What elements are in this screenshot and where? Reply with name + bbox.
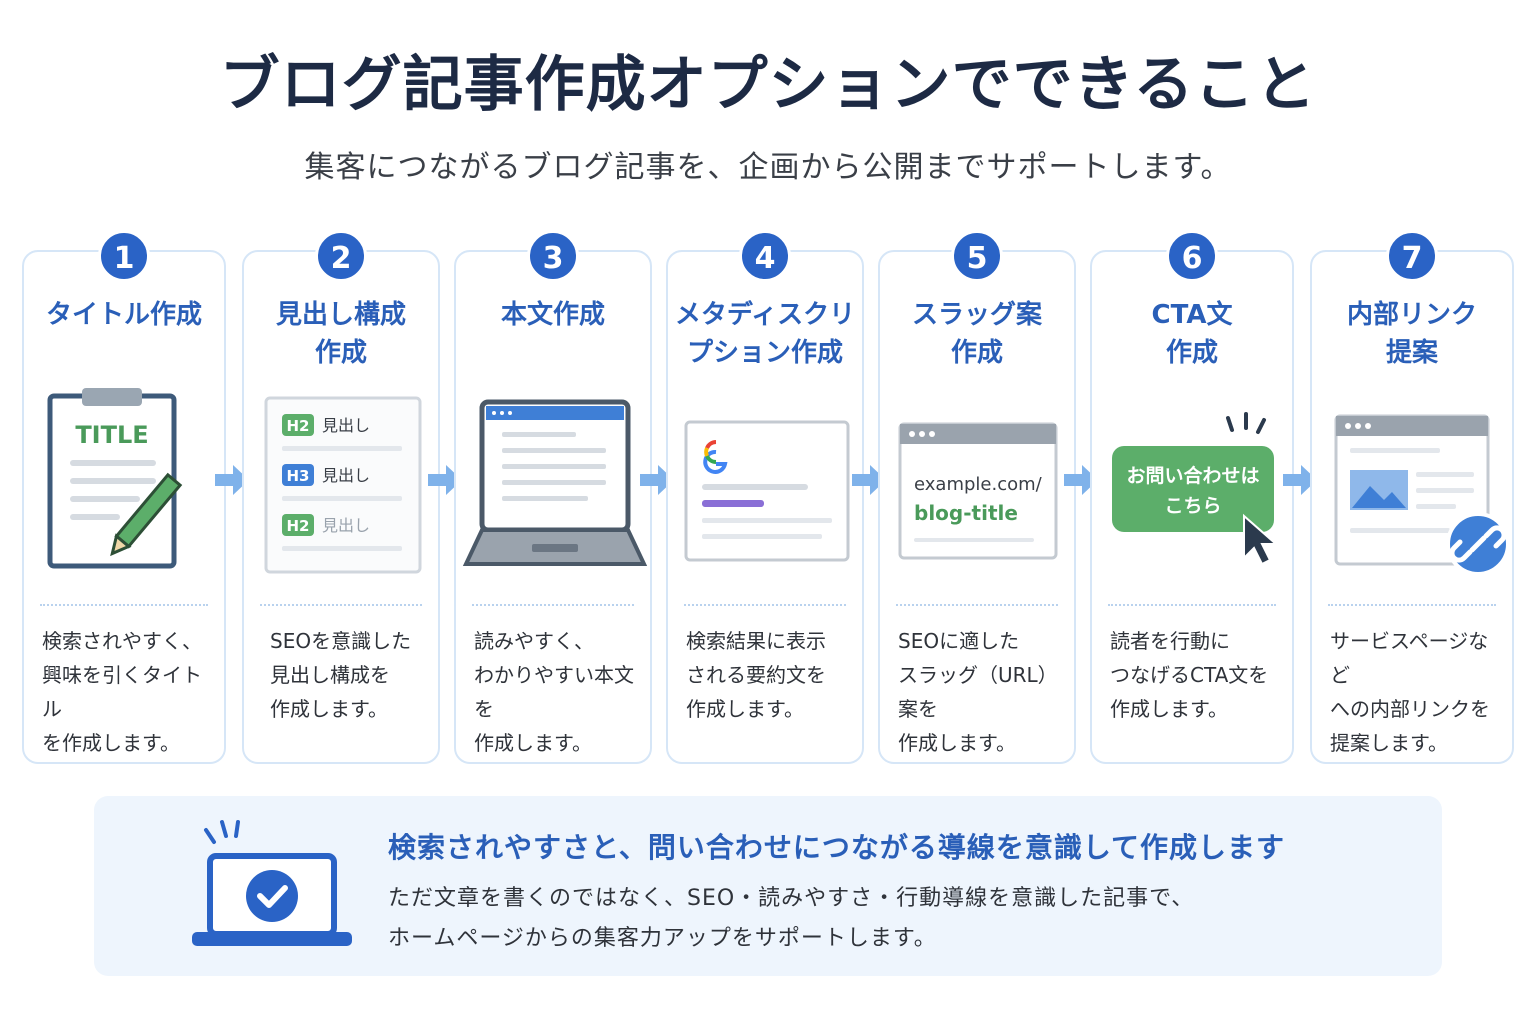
step-description: 検索されやすく、 興味を引くタイトル を作成します。 [42, 629, 202, 755]
cursor-icon [1243, 513, 1279, 566]
arrow-right-icon [428, 465, 462, 495]
svg-text:見出し: 見出し [322, 416, 370, 435]
arrow-right-icon [852, 465, 886, 495]
svg-text:見出し: 見出し [322, 516, 370, 535]
step-title: CTA文 作成 [1151, 300, 1233, 368]
heading-outline-icon: H2 見出し H3 見出し H2 見出し [264, 396, 422, 574]
card-divider [472, 604, 634, 606]
browser-url-icon: example.com/ blog-title [898, 422, 1058, 560]
cta-button-line2: こちら [1164, 495, 1221, 517]
internal-link-icon [1334, 414, 1510, 576]
step-card-4: 4 メタディスクリ プション作成 検索結果に表示 される要約文を 作成します。 [666, 230, 864, 764]
card-divider [896, 604, 1058, 606]
step-card-3: 3 本文作成 読みやすく、 わかりやすい本文を 作成します。 [454, 230, 652, 764]
step-description: 読者を行動に つなげるCTA文を 作成します。 [1110, 629, 1269, 721]
step-number-badge: 1 [98, 230, 150, 282]
step-description: 読みやすく、 わかりやすい本文を 作成します。 [474, 629, 634, 755]
step-number-badge: 3 [527, 230, 579, 282]
url-domain-text: example.com/ [914, 474, 1043, 495]
page-subtitle: 集客につながるブログ記事を、企画から公開までサポートします。 [304, 150, 1232, 185]
svg-text:H2: H2 [287, 517, 310, 535]
card-divider [1328, 604, 1496, 606]
step-number-badge: 7 [1386, 230, 1438, 282]
card-divider [684, 604, 846, 606]
clipboard-pencil-icon: TITLE [47, 388, 183, 569]
step-number-badge: 4 [739, 230, 791, 282]
summary-heading: 検索されやすさと、問い合わせにつながる導線を意識して作成します [388, 831, 1286, 864]
summary-line-1: ただ文章を書くのではなく、SEO・読みやすさ・行動導線を意識した記事で、 [388, 886, 1195, 911]
url-slug-text: blog-title [914, 501, 1018, 525]
step-number-badge: 2 [315, 230, 367, 282]
step-title: タイトル作成 [45, 300, 202, 330]
arrow-right-icon [215, 465, 249, 495]
svg-text:H3: H3 [287, 467, 310, 485]
summary-panel: 検索されやすさと、問い合わせにつながる導線を意識して作成します ただ文章を書くの… [94, 796, 1442, 976]
step-title: メタディスクリ プション作成 [674, 300, 856, 368]
step-card-2: 2 見出し構成 作成 H2 見出し H3 見出し H2 見出し SEOを意識した… [242, 230, 440, 764]
laptop-check-icon [192, 820, 352, 946]
summary-line-2: ホームページからの集客力アップをサポートします。 [388, 926, 937, 951]
google-logo-icon [703, 440, 728, 474]
search-result-icon [684, 420, 850, 562]
step-description: 検索結果に表示 される要約文を 作成します。 [686, 629, 826, 721]
laptop-icon [462, 399, 648, 566]
arrow-right-icon [1064, 465, 1098, 495]
page-title: ブログ記事作成オプションでできること [201, 36, 1335, 123]
step-title: 見出し構成 作成 [275, 300, 406, 368]
step-description: SEOに適した スラッグ（URL）案を 作成します。 [898, 629, 1058, 755]
svg-text:見出し: 見出し [322, 466, 370, 485]
cta-button-icon: お問い合わせは こちら [1112, 412, 1279, 566]
clipboard-title-text: TITLE [75, 421, 148, 449]
title-wrap: ブログ記事作成オプションでできること [0, 36, 1536, 123]
step-description: サービスページなど への内部リンクを 提案します。 [1330, 629, 1490, 755]
card-divider [260, 604, 422, 606]
step-card-6: 6 CTA文 作成 お問い合わせは こちら 読者を行動に つなげるCTA文を 作… [1090, 230, 1294, 764]
link-chain-icon [1449, 525, 1507, 563]
card-divider [1108, 604, 1276, 606]
step-card-5: 5 スラッグ案 作成 example.com/ blog-title SEOに適… [878, 230, 1076, 764]
step-number-badge: 6 [1166, 230, 1218, 282]
svg-text:H2: H2 [287, 417, 310, 435]
step-title: 本文作成 [500, 300, 605, 330]
arrow-right-icon [1283, 465, 1317, 495]
step-description: SEOを意識した 見出し構成を 作成します。 [270, 629, 412, 721]
step-card-7: 7 内部リンク 提案 サービスページなど への内部リンクを 提案します。 [1310, 230, 1514, 764]
step-title: スラッグ案 作成 [911, 300, 1042, 368]
card-divider [40, 604, 208, 606]
step-number-badge: 5 [951, 230, 1003, 282]
arrow-right-icon [640, 465, 674, 495]
step-card-1: 1 タイトル作成 TITLE 検索されやすく、 興味を引くタイトル を作成します… [22, 230, 226, 764]
step-title: 内部リンク 提案 [1346, 300, 1477, 368]
cta-button-line1: お問い合わせは [1126, 464, 1259, 487]
